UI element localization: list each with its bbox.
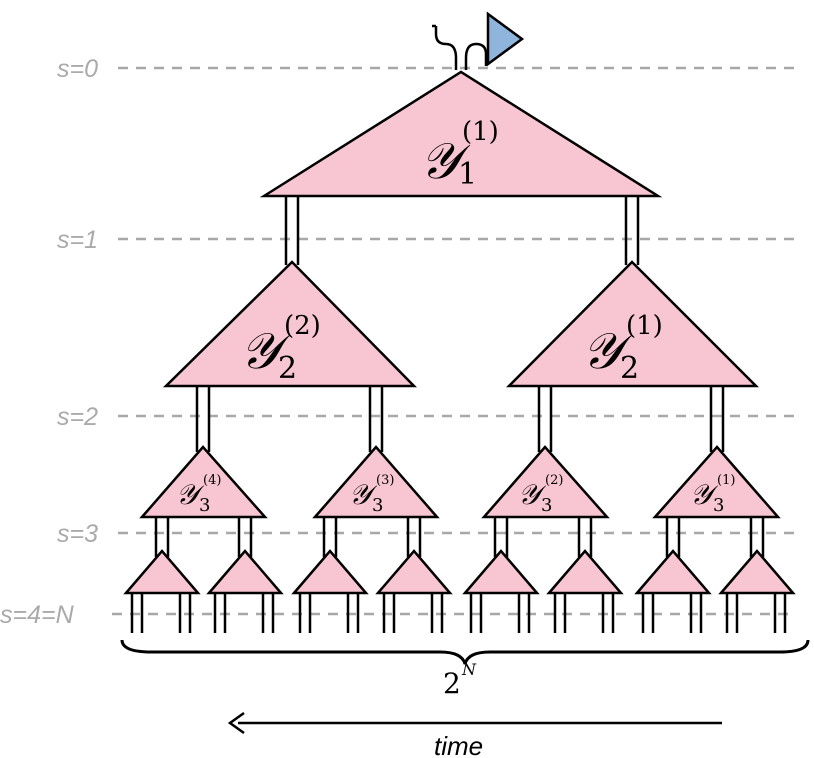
svg-text:2: 2 (278, 351, 297, 386)
svg-text:(3): (3) (376, 473, 394, 488)
node-level4-4 (375, 549, 453, 595)
time-label: time (434, 731, 483, 758)
output-flag-icon (486, 11, 525, 67)
svg-text:3: 3 (541, 495, 552, 516)
svg-text:(2): (2) (284, 311, 321, 341)
wires-2-3 (195, 385, 725, 452)
level-4-nodes (123, 549, 796, 595)
level-label-2: s=2 (57, 403, 98, 431)
node-y3-2 (481, 445, 610, 519)
svg-text:(1): (1) (462, 117, 499, 147)
level-label-1: s=1 (57, 226, 98, 254)
svg-text:3: 3 (372, 495, 383, 516)
output-wire-right (464, 42, 488, 70)
wires-1-2 (284, 197, 640, 265)
label-y2-2: 𝒴 2 (2) (240, 311, 321, 386)
svg-text:(1): (1) (626, 311, 663, 341)
node-level4-8 (718, 549, 796, 595)
node-level4-7 (634, 549, 712, 595)
svg-text:N: N (461, 660, 477, 679)
svg-text:(2): (2) (545, 473, 563, 488)
brace-label: 2 N (443, 660, 477, 700)
level-label-0: s=0 (57, 55, 98, 83)
node-level4-1 (123, 549, 201, 595)
node-y3-4 (139, 445, 268, 519)
node-level4-6 (546, 549, 624, 595)
brace (120, 639, 810, 665)
wires-3-4 (154, 516, 765, 557)
level-label-3: s=3 (57, 520, 98, 548)
svg-text:1: 1 (458, 157, 477, 192)
output-wire-left (434, 26, 458, 70)
node-y2-1 (505, 260, 760, 388)
level-label-4: s=4=N (0, 601, 75, 629)
node-y2-2 (162, 260, 417, 388)
svg-text:2: 2 (620, 351, 639, 386)
svg-text:(4): (4) (203, 473, 221, 488)
label-y1-1: 𝒴 1 (1) (420, 117, 499, 192)
svg-text:3: 3 (199, 495, 210, 516)
node-y3-1 (652, 445, 781, 519)
node-y1-1 (259, 70, 663, 198)
node-level4-5 (462, 549, 540, 595)
svg-text:3: 3 (713, 495, 724, 516)
node-level4-2 (206, 549, 284, 595)
svg-text:2: 2 (443, 667, 461, 700)
svg-text:(1): (1) (717, 473, 735, 488)
bottom-legs (130, 593, 787, 633)
time-arrow-head (227, 711, 245, 735)
node-y3-3 (312, 445, 440, 519)
node-level4-3 (291, 549, 369, 595)
